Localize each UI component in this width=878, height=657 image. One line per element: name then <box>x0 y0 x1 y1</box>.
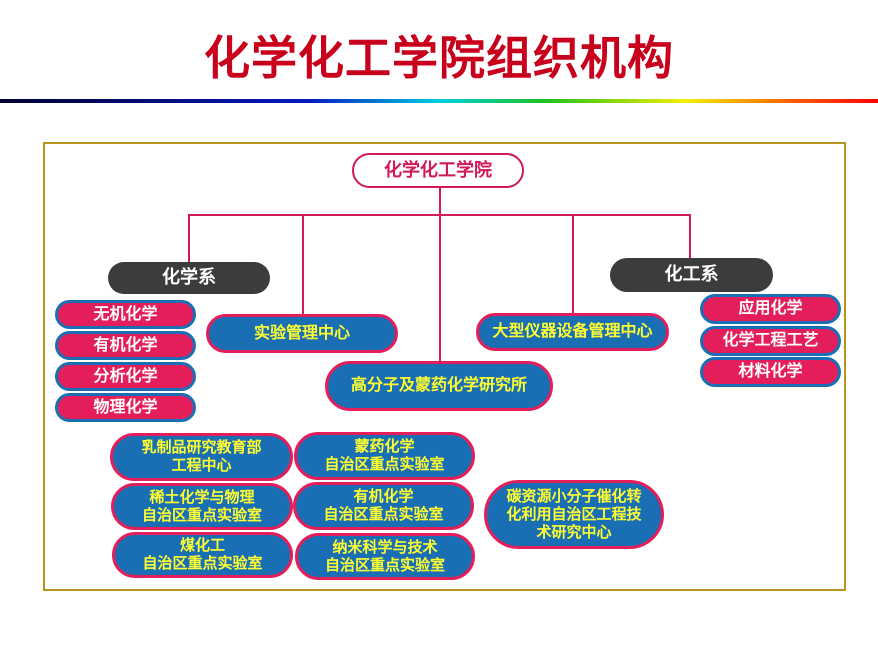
center-line: 化利用自治区工程技 <box>506 505 642 523</box>
program-node: 材料化学 <box>700 357 841 387</box>
polymer-institute: 高分子及蒙药化学研究所 <box>325 361 553 411</box>
lab-line: 自治区重点实验室 <box>324 456 445 473</box>
lab-line: 稀土化学与物理 <box>149 488 255 506</box>
center-line: 术研究中心 <box>536 523 612 541</box>
instrument-management-center: 大型仪器设备管理中心 <box>476 313 669 351</box>
lab-node: 稀土化学与物理自治区重点实验室 <box>111 483 293 530</box>
center-line: 碳资源小分子催化转 <box>506 487 642 505</box>
lab-line: 乳制品研究教育部 <box>141 439 262 456</box>
lab-node: 蒙药化学自治区重点实验室 <box>294 432 475 480</box>
connector <box>302 214 304 314</box>
lab-line: 自治区重点实验室 <box>323 506 444 523</box>
lab-node: 有机化学自治区重点实验室 <box>293 482 474 530</box>
lab-line: 纳米科学与技术 <box>332 538 438 556</box>
lab-node: 煤化工自治区重点实验室 <box>112 532 293 578</box>
lab-management-center: 实验管理中心 <box>206 314 398 353</box>
slide-title: 化学化工学院组织机构 <box>204 32 674 84</box>
connector <box>439 187 441 215</box>
connector <box>572 214 574 314</box>
connector <box>689 214 691 258</box>
lab-line: 自治区重点实验室 <box>141 506 262 524</box>
lab-line: 工程中心 <box>171 457 232 474</box>
program-node: 无机化学 <box>55 300 196 329</box>
connector <box>188 214 190 262</box>
lab-line: 自治区重点实验室 <box>324 556 445 574</box>
rainbow-divider <box>0 99 878 103</box>
lab-line: 有机化学 <box>353 488 414 505</box>
dept-chemical-engineering: 化工系 <box>610 258 773 292</box>
program-node: 化学工程工艺 <box>700 326 841 356</box>
program-node: 应用化学 <box>700 294 841 324</box>
dept-chemistry: 化学系 <box>108 262 270 294</box>
program-node: 有机化学 <box>55 331 196 360</box>
lab-line: 煤化工 <box>179 537 225 554</box>
lab-line: 自治区重点实验室 <box>142 555 263 572</box>
carbon-resource-center: 碳资源小分子催化转化利用自治区工程技术研究中心 <box>484 480 664 549</box>
connector <box>439 214 441 362</box>
program-node: 物理化学 <box>55 393 196 422</box>
lab-node: 纳米科学与技术自治区重点实验室 <box>295 533 475 580</box>
org-chart-frame <box>43 142 846 591</box>
program-node: 分析化学 <box>55 362 196 391</box>
lab-node: 乳制品研究教育部工程中心 <box>110 433 293 481</box>
root-node: 化学化工学院 <box>352 153 524 188</box>
lab-line: 蒙药化学 <box>354 438 415 455</box>
